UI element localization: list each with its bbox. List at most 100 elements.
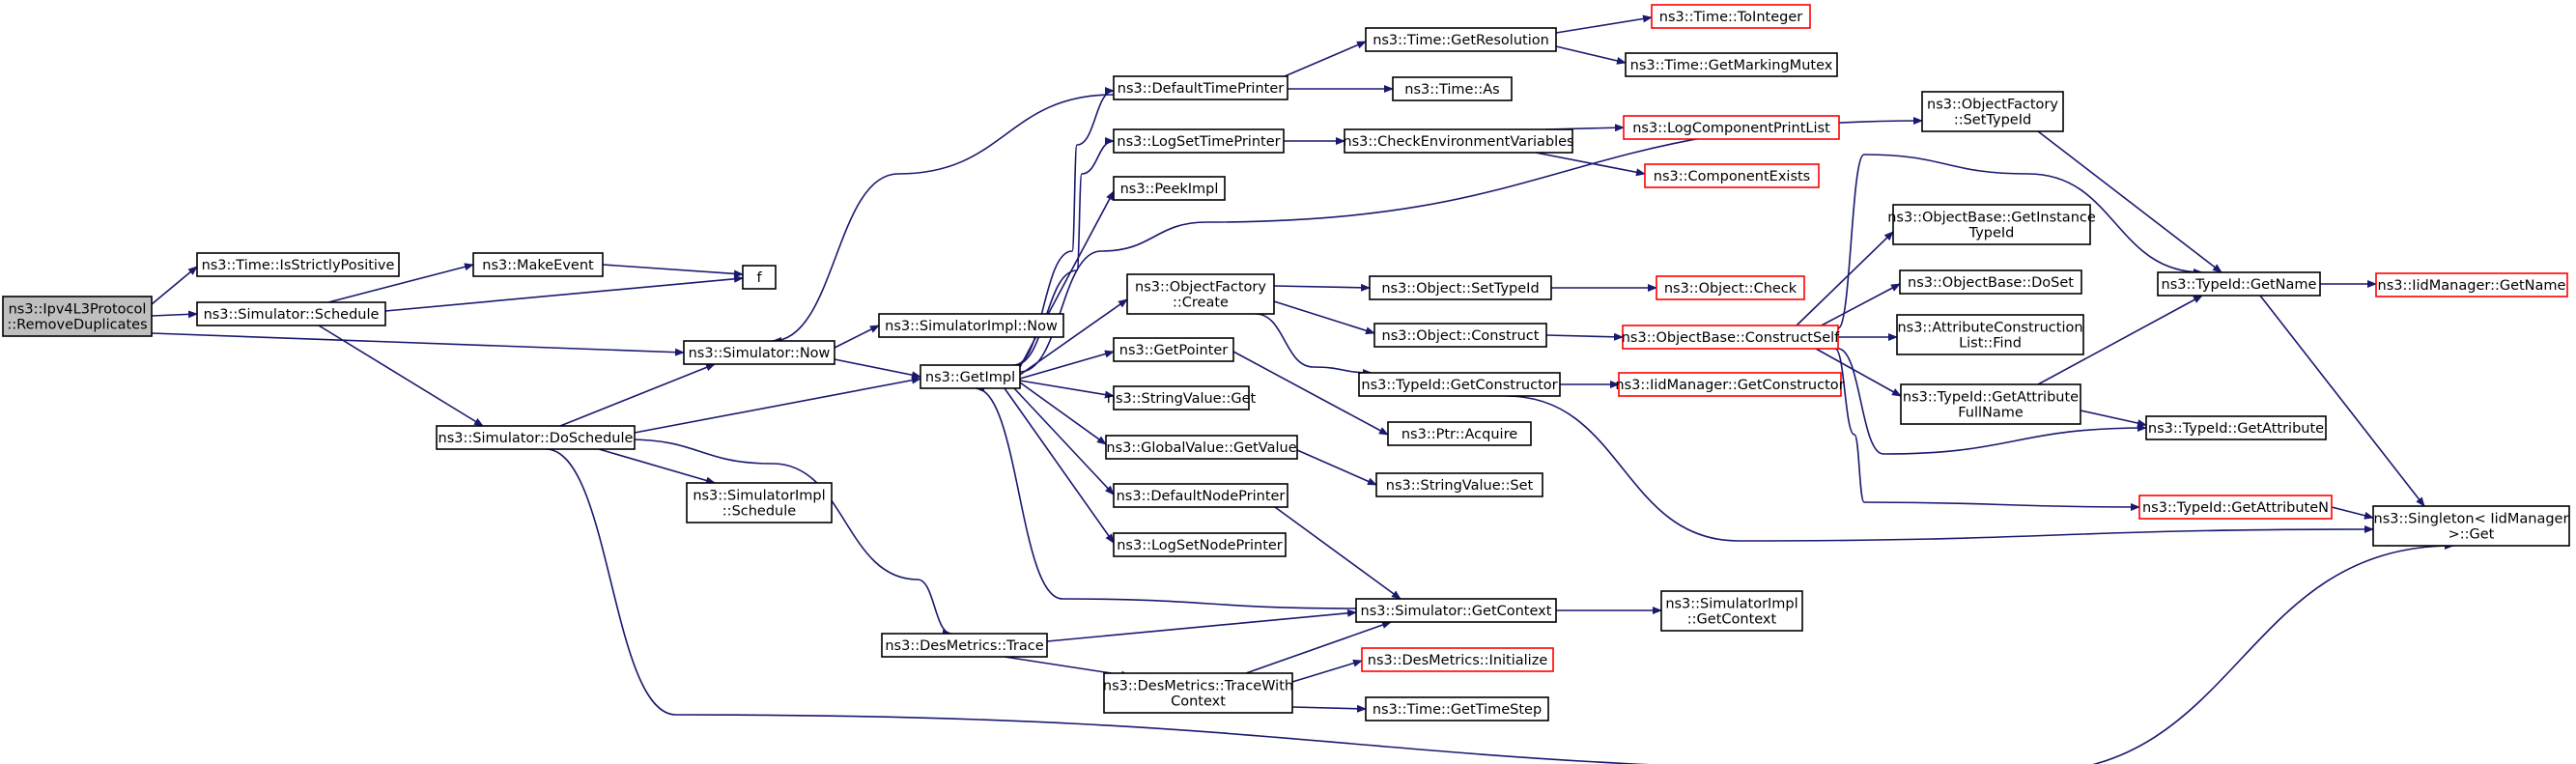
node-ptracquire[interactable]: ns3::Ptr::Acquire: [1387, 421, 1532, 446]
edge-typeidgetattrfullname-to-typeidgetattribute: [2080, 410, 2147, 427]
node-objectcheck[interactable]: ns3::Object::Check: [1656, 275, 1805, 300]
node-label: ns3::TypeId::GetAttribute: [2148, 421, 2324, 437]
node-objfactorysettypeid[interactable]: ns3::ObjectFactory::SetTypeId: [1921, 91, 2064, 132]
node-constructself[interactable]: ns3::ObjectBase::ConstructSelf: [1622, 325, 1840, 350]
node-label: ns3::Object::Check: [1664, 281, 1798, 297]
node-box: [1358, 372, 1561, 397]
node-box: [1899, 269, 2082, 295]
edge-getimpl-to-peekimpl: [1019, 190, 1115, 368]
node-doschedule[interactable]: ns3::Simulator::DoSchedule: [436, 425, 636, 450]
node-iidgetconstructor[interactable]: ns3::IidManager::GetConstructor: [1615, 372, 1845, 397]
edge-root-to-schedule: [151, 310, 198, 319]
node-label: ns3::MakeEvent: [482, 258, 594, 273]
node-box: [881, 633, 1048, 658]
node-logcomponentprintlist[interactable]: ns3::LogComponentPrintList: [1623, 115, 1840, 140]
node-box: [1113, 483, 1288, 508]
node-singletonget[interactable]: ns3::Singleton< IidManager >::Get: [2372, 505, 2570, 547]
node-checkenvvars[interactable]: ns3::CheckEnvironmentVariables: [1343, 128, 1574, 154]
node-label: ns3::IidManager::GetConstructor: [1615, 378, 1844, 393]
node-box: [2145, 415, 2327, 440]
node-logsetnodeprinter[interactable]: ns3::LogSetNodePrinter: [1113, 532, 1287, 557]
node-makeevent[interactable]: ns3::MakeEvent: [472, 252, 604, 277]
node-timegetmarkingmutex[interactable]: ns3::Time::GetMarkingMutex: [1625, 52, 1838, 77]
node-iidgetname[interactable]: ns3::IidManager::GetName: [2375, 272, 2568, 297]
node-label: ns3::DefaultNodePrinter: [1117, 489, 1286, 504]
node-label: ns3::StringValue::Get: [1107, 391, 1257, 407]
node-logsettimeprinter[interactable]: ns3::LogSetTimePrinter: [1113, 128, 1285, 154]
node-simimplgetcontext[interactable]: ns3::SimulatorImpl::GetContext: [1660, 590, 1803, 632]
edge-now-to-simimplnow: [834, 325, 880, 349]
node-typeidgetattribute[interactable]: ns3::TypeId::GetAttribute: [2145, 415, 2327, 440]
node-box: [1344, 128, 1573, 154]
node-box: [1355, 598, 1557, 623]
node-objectconstruct[interactable]: ns3::Object::Construct: [1373, 323, 1547, 348]
node-label: f: [756, 270, 762, 286]
node-label: ns3::Time::ToInteger: [1659, 10, 1802, 25]
node-box: [1375, 472, 1543, 497]
node-timetointeger[interactable]: ns3::Time::ToInteger: [1651, 4, 1811, 29]
node-simgetcontext[interactable]: ns3::Simulator::GetContext: [1355, 598, 1557, 623]
node-label: ns3::Object::Construct: [1382, 328, 1540, 344]
node-getimpl[interactable]: ns3::GetImpl: [920, 364, 1021, 389]
node-box: [1361, 647, 1554, 672]
node-box: [1900, 383, 2081, 425]
node-peekimpl[interactable]: ns3::PeekImpl: [1113, 176, 1226, 201]
node-box: [1113, 75, 1288, 100]
node-typeidgetattributen[interactable]: ns3::TypeId::GetAttributeN: [2138, 495, 2333, 520]
node-label: TypeId: [1968, 226, 2015, 241]
edge-objfactorycreate-to-typeidgetconstructor: [1255, 313, 1373, 377]
node-globalvaluegetvalue[interactable]: ns3::GlobalValue::GetValue: [1105, 435, 1298, 460]
node-f[interactable]: f: [742, 265, 777, 290]
edge-typeidgetattributen-to-singletonget: [2331, 506, 2374, 520]
edge-typeidgetconstructor-to-singletonget: [1506, 395, 2374, 542]
node-destrace[interactable]: ns3::DesMetrics::Trace: [881, 633, 1048, 658]
node-box: [196, 252, 400, 277]
node-defaulttimeprinter[interactable]: ns3::DefaultTimePrinter: [1113, 75, 1288, 100]
node-objectsettypeid[interactable]: ns3::Object::SetTypeId: [1369, 275, 1552, 300]
node-box: [878, 313, 1064, 338]
node-box: [1625, 52, 1838, 77]
node-objectbasedoset[interactable]: ns3::ObjectBase::DoSet: [1899, 269, 2082, 295]
edge-constructself-to-getinstancetypeid: [1796, 231, 1894, 326]
node-label: ns3::GlobalValue::GetValue: [1106, 440, 1296, 456]
node-isstrictlypositive[interactable]: ns3::Time::IsStrictlyPositive: [196, 252, 400, 277]
node-timegettimestep[interactable]: ns3::Time::GetTimeStep: [1365, 696, 1549, 722]
node-label: ns3::GetPointer: [1119, 343, 1229, 358]
edge-timegetresolution-to-timetointeger: [1555, 14, 1653, 34]
node-componentexists[interactable]: ns3::ComponentExists: [1644, 163, 1820, 188]
edge-getimpl-to-stringvalueget: [1019, 380, 1115, 399]
edge-objectconstruct-to-constructself: [1545, 332, 1624, 341]
node-stringvalueget[interactable]: ns3::StringValue::Get: [1107, 385, 1257, 410]
edge-constructself-to-objectbasedoset: [1815, 283, 1901, 329]
node-simimplschedule[interactable]: ns3::SimulatorImpl::Schedule: [686, 482, 833, 523]
node-simimplnow[interactable]: ns3::SimulatorImpl::Now: [878, 313, 1064, 338]
node-schedule[interactable]: ns3::Simulator::Schedule: [196, 301, 386, 326]
edges-layer: [151, 14, 2454, 764]
edge-getimpl-to-objfactorysettypeid: [1019, 117, 1923, 373]
node-box: [1369, 275, 1552, 300]
node-objfactorycreate[interactable]: ns3::ObjectFactory::Create: [1126, 273, 1275, 315]
edge-typeidgetname-to-singletonget: [2259, 295, 2425, 507]
edge-destracewith-to-simgetcontext: [1245, 621, 1392, 674]
node-getpointer[interactable]: ns3::GetPointer: [1113, 337, 1234, 362]
node-label: ns3::Simulator::GetContext: [1361, 604, 1552, 619]
node-box: [1392, 76, 1513, 101]
node-label: ns3::SimulatorImpl: [693, 489, 825, 504]
node-label: Context: [1171, 694, 1226, 710]
node-timeas[interactable]: ns3::Time::As: [1392, 76, 1513, 101]
node-desinitialize[interactable]: ns3::DesMetrics::Initialize: [1361, 647, 1554, 672]
node-typeidgetname[interactable]: ns3::TypeId::GetName: [2157, 271, 2321, 297]
edge-doschedule-to-destrace: [627, 439, 952, 637]
node-defaultnodeprinter[interactable]: ns3::DefaultNodePrinter: [1113, 483, 1288, 508]
node-typeidgetconstructor[interactable]: ns3::TypeId::GetConstructor: [1358, 372, 1561, 397]
node-stringvalueset[interactable]: ns3::StringValue::Set: [1375, 472, 1543, 497]
node-timegetresolution[interactable]: ns3::Time::GetResolution: [1365, 27, 1557, 52]
node-label: ns3::DefaultTimePrinter: [1118, 81, 1284, 97]
node-label: ns3::LogSetNodePrinter: [1117, 538, 1283, 553]
edge-getpointer-to-ptracquire: [1232, 351, 1389, 436]
node-now[interactable]: ns3::Simulator::Now: [683, 340, 835, 365]
